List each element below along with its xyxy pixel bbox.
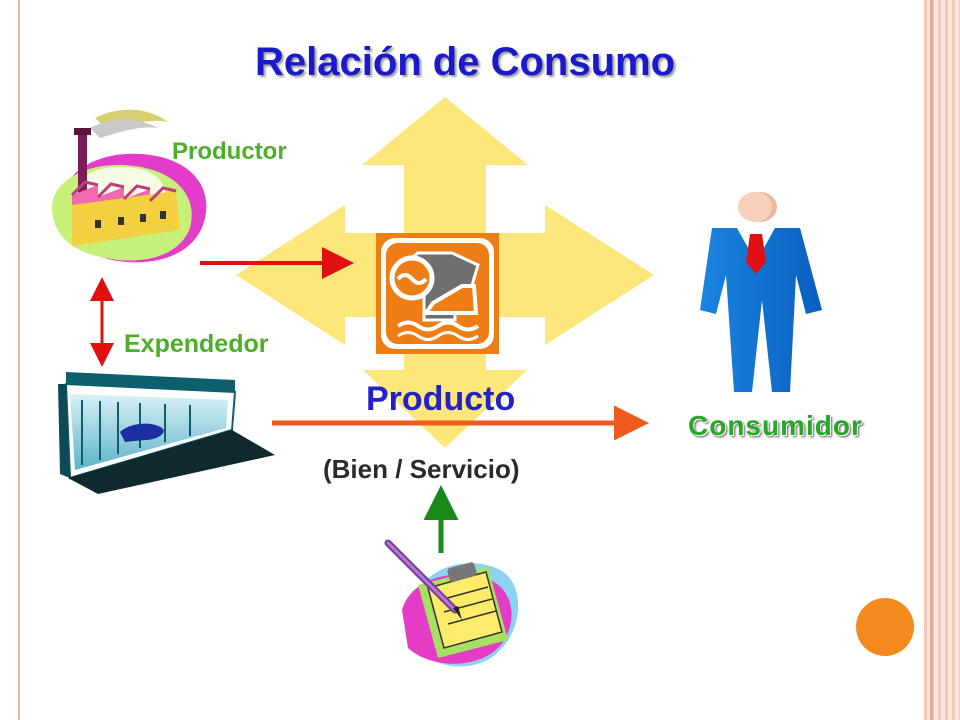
diagram-canvas <box>51 97 914 667</box>
productor-label: Productor <box>172 138 287 165</box>
bien-servicio-label: (Bien / Servicio) <box>323 454 520 484</box>
factory-icon <box>51 109 207 263</box>
decorative-orange-circle <box>856 598 914 656</box>
consumer-icon <box>700 192 822 392</box>
clipboard-icon <box>384 539 519 667</box>
slide-frame-left <box>18 0 20 720</box>
slide-frame-right <box>924 0 960 720</box>
expendedor-label: Expendedor <box>124 330 269 358</box>
store-icon <box>58 372 275 494</box>
product-icon <box>376 233 499 354</box>
slide-title: Relación de Consumo <box>254 40 676 84</box>
producto-label: Producto <box>366 380 516 418</box>
consumidor-label: Consumidor <box>688 410 863 441</box>
